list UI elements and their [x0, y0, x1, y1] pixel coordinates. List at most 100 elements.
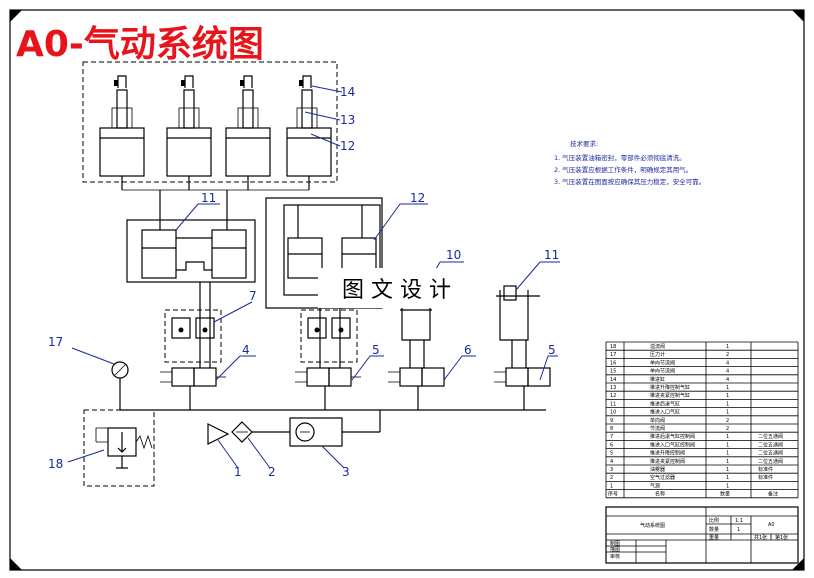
part-name: 油雾器	[650, 466, 665, 473]
part-name: 推进夹紧控制气缸	[650, 392, 690, 399]
part-qty: 2	[726, 352, 729, 358]
cylinder-14-a	[99, 75, 145, 177]
count-label: 数量	[709, 526, 719, 533]
part-qty: 1	[726, 393, 729, 399]
callouts: 14 13 12 11 12 7 4 5 6 5 10 11 17	[48, 85, 560, 479]
part-name: 溢流阀	[650, 343, 665, 350]
part-name: 推进夹紧控制阀	[650, 458, 685, 465]
air-source-1	[207, 423, 230, 445]
part-name: 推进入口气缸	[650, 409, 680, 416]
pipe-lines	[83, 176, 551, 487]
requirements-heading: 技术要求:	[570, 139, 598, 148]
part-name: 推进缸	[650, 376, 665, 383]
callout-2: 2	[268, 465, 276, 479]
corner-mark-tr	[792, 10, 804, 22]
cylinder-14-d	[286, 75, 332, 177]
part-note: 二位五通阀	[758, 441, 783, 448]
callout-13: 12	[410, 191, 425, 205]
part-number: 8	[610, 426, 613, 432]
part-name: 推进入口气缸控制阀	[650, 441, 695, 448]
requirement-line-1: 1. 气压装置油箱密封，零部件必须彻底清洗。	[554, 153, 686, 162]
part-name: 空气过滤器	[650, 474, 675, 481]
callout-10: 10	[446, 248, 461, 262]
directional-valve-5	[295, 367, 361, 387]
requirement-line-3: 3. 气压装置在图面按应确保其压力稳定，安全可靠。	[554, 177, 705, 186]
cylinder-14-c	[225, 75, 271, 177]
title-block: 气动系统图 比例 1:1 数量 1 A0 重量 共1张 第1张 制图 描图 审核	[605, 506, 799, 564]
part-qty: 4	[726, 369, 729, 375]
callout-1: 1	[234, 465, 242, 479]
part-number: 2	[610, 475, 613, 481]
callout-12: 11	[201, 191, 216, 205]
callout-4: 4	[242, 343, 250, 357]
part-name: 节流阀	[650, 425, 665, 432]
scale-label: 比例	[709, 517, 719, 524]
part-number: 11	[610, 401, 616, 407]
corner-mark-br	[792, 558, 804, 570]
part-name: 单向节流阀	[650, 368, 675, 375]
part-qty: 1	[726, 410, 729, 416]
part-name: 推进后退气缸控制阀	[650, 433, 695, 440]
material-label: 重量	[709, 534, 719, 541]
part-qty: 1	[726, 459, 729, 465]
part-note: 二位五通阀	[758, 433, 783, 440]
approved-label: 审核	[610, 553, 620, 560]
part-note: 标准件	[758, 474, 773, 481]
part-number: 13	[610, 385, 616, 391]
throttle-valve-8-b	[300, 309, 358, 363]
count-value: 1	[737, 527, 740, 533]
part-number: 3	[610, 467, 613, 473]
callout-11: 11	[544, 248, 559, 262]
relief-valve-18-box	[83, 409, 155, 487]
part-qty: 1	[726, 483, 729, 489]
part-qty: 4	[726, 360, 729, 366]
callout-17: 17	[48, 335, 63, 349]
sheet-number: 第1张	[775, 534, 788, 541]
part-name: 气源	[650, 482, 660, 489]
header-note: 备注	[768, 491, 778, 498]
part-qty: 1	[726, 401, 729, 407]
throttle-valve-8-a	[164, 309, 222, 363]
drawing-title: A0-气动系统图	[16, 24, 264, 65]
part-name: 推进升降控制气缸	[650, 384, 690, 391]
part-qty: 1	[726, 344, 729, 350]
part-number: 17	[610, 352, 616, 358]
part-qty: 1	[726, 467, 729, 473]
part-number: 5	[610, 451, 613, 457]
callout-7: 5	[548, 343, 556, 357]
header-name: 名称	[655, 491, 665, 498]
corner-mark-bl	[10, 558, 22, 570]
watermark-text: 图 文 设 计	[342, 278, 451, 303]
actuator-cylinders	[99, 75, 332, 177]
cylinder-14-b	[166, 75, 212, 177]
checked-label: 描图	[610, 546, 620, 553]
callout-6: 6	[464, 343, 472, 357]
lubricator-3	[289, 417, 343, 447]
part-note: 二位五通阀	[758, 450, 783, 457]
part-number: 15	[610, 369, 616, 375]
part-name: 推进升降控制阀	[650, 450, 685, 457]
part-qty: 1	[726, 385, 729, 391]
directional-valve-4	[160, 367, 226, 387]
requirement-line-2: 2. 气压装置应根据工作条件，明确规定其用气。	[554, 165, 692, 174]
callout-8: 7	[249, 289, 257, 303]
part-qty: 2	[726, 418, 729, 424]
part-name: 压力计	[650, 351, 665, 358]
callout-16: 14	[340, 85, 355, 99]
callout-15: 13	[340, 113, 355, 127]
callout-3: 3	[342, 465, 350, 479]
part-number: 1	[610, 483, 613, 489]
part-number: 6	[610, 442, 613, 448]
technical-requirements: 技术要求: 1. 气压装置油箱密封，零部件必须彻底清洗。 2. 气压装置应根据工…	[554, 139, 705, 186]
callout-14: 12	[340, 139, 355, 153]
directional-valve-6	[388, 367, 445, 387]
watermark-bg	[318, 268, 482, 308]
part-qty: 1	[726, 434, 729, 440]
cylinder-group-box	[82, 61, 338, 183]
part-qty: 1	[726, 442, 729, 448]
part-note: 二位五通阀	[758, 458, 783, 465]
part-qty: 4	[726, 377, 729, 383]
part-number: 18	[610, 344, 616, 350]
